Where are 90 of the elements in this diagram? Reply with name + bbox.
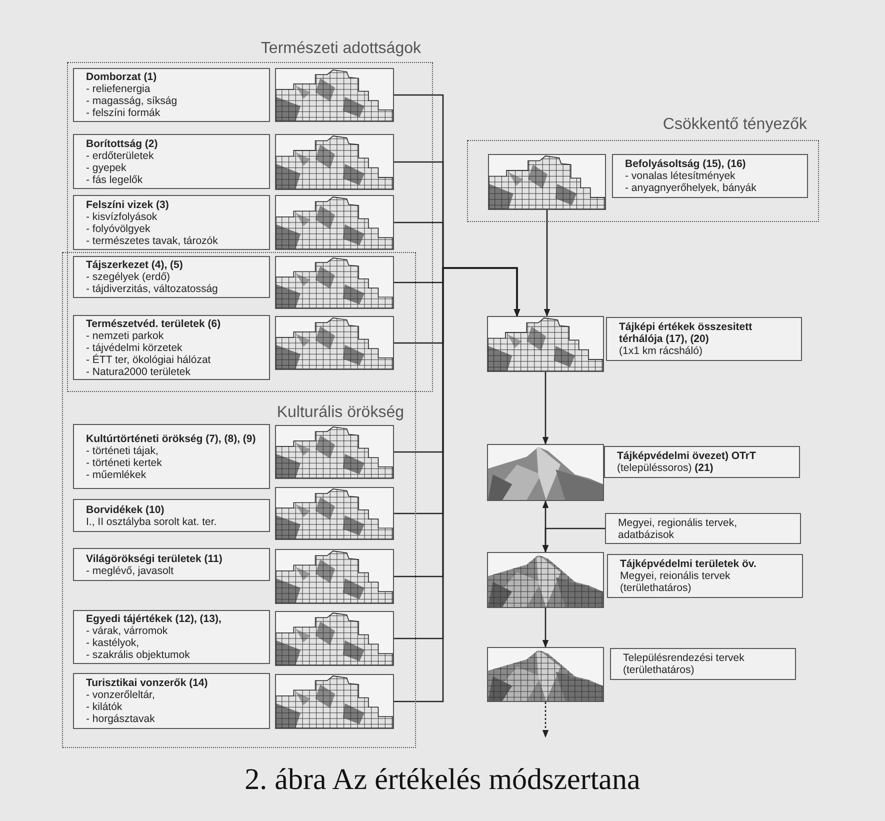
card-heading: Tájképvédelmi övezet) OTrT [617, 450, 757, 462]
card-line: (területhatáros) [623, 664, 696, 676]
grid-map-picture [275, 549, 394, 604]
info-card [73, 673, 270, 729]
card-line: (településsoros) (21) [617, 462, 714, 474]
card-line: - várak, várromok [86, 625, 169, 637]
card-line: - felszíni formák [86, 107, 162, 119]
grid-map-picture [487, 647, 604, 702]
grid-map-picture [487, 316, 604, 372]
group-heading: Csökkentő tényezők [662, 115, 807, 135]
card-line: - horgásztavak [86, 713, 156, 725]
card-line: - reliefenergia [86, 83, 152, 95]
dotted-group-frame [467, 114, 819, 222]
card-heading: Tájszerkezet (4), (5) [86, 259, 184, 271]
card-line: - vonalas létesítmények [625, 170, 736, 182]
card-heading: Egyedi tájértékek (12), (13), [86, 613, 222, 625]
info-card [606, 317, 802, 361]
info-card [73, 610, 270, 664]
info-card [612, 154, 808, 198]
card-line: - folyóvölgyek [86, 222, 152, 234]
grid-map-picture [275, 316, 394, 370]
card-line: Megyei, reionális tervek [620, 570, 732, 582]
figure-caption: 2. ábra Az értékelés módszertana [244, 762, 642, 798]
dashed-arrow [542, 702, 549, 738]
card-heading: Turisztikai vonzerők (14) [86, 677, 209, 689]
card-heading: Borvidékek (10) [86, 504, 166, 516]
card-line: - erdőterületek [86, 150, 155, 162]
card-line: - vonzerőleltár, [86, 689, 156, 701]
card-heading: Kultúrtörténeti örökség (7), (8), (9) [86, 432, 257, 444]
card-line: - Natura2000 területek [86, 366, 192, 378]
arrow [542, 372, 549, 445]
card-line: (1x1 km rácsháló) [619, 345, 704, 357]
card-line: - anyagnyerőhelyek, bányák [625, 182, 758, 194]
arrow [542, 608, 549, 648]
card-line: - gyepek [86, 162, 128, 174]
info-card [73, 499, 270, 532]
card-heading: Felszíni vizek (3) [86, 198, 170, 210]
card-line: - természetes tavak, tározók [86, 234, 219, 246]
card-line: - történeti kertek [86, 456, 163, 468]
grid-map-picture [487, 552, 604, 608]
card-line: - meglévő, javasolt [86, 564, 175, 576]
group-heading: Természeti adottságok [260, 39, 421, 59]
card-line: - kilátók [86, 701, 124, 713]
info-card [73, 315, 270, 380]
card-heading: Természetvéd. területek (6) [86, 318, 222, 330]
card-line: - szegélyek (erdő) [86, 271, 172, 283]
info-card [73, 424, 270, 489]
info-card [607, 554, 803, 598]
grid-map-picture [275, 195, 394, 250]
card-heading: Befolyásoltság (15), (16) [625, 158, 747, 170]
card-line: - magasság, síkság [86, 95, 178, 107]
card-line: Településrendezési tervek [623, 652, 746, 664]
card-heading: Domborzat (1) [86, 71, 158, 83]
grid-map-picture [275, 256, 394, 309]
info-card [73, 195, 270, 250]
card-line: - kisvízfolyások [86, 210, 158, 222]
card-line: I., II osztályba sorolt kat. ter. [86, 516, 218, 528]
card-line: - fás legelők [86, 174, 144, 186]
grid-map-picture [275, 68, 394, 122]
grid-map-picture [275, 611, 394, 666]
card-line: Megyei, regionális tervek, adatbázisok [618, 516, 738, 540]
grid-map-picture [275, 134, 394, 190]
grid-map-picture [275, 425, 394, 479]
info-card [73, 68, 270, 122]
card-heading: Tájképvédelmi területek öv. [620, 558, 758, 570]
grid-map-picture [487, 444, 604, 501]
card-line: - kastélyok, [86, 637, 140, 649]
info-card [73, 256, 270, 298]
arrow [544, 210, 550, 317]
card-line: (területhatáros) [620, 582, 692, 594]
grid-map-picture [275, 674, 394, 729]
card-line: - történeti tájak, [86, 444, 160, 456]
info-card [605, 513, 801, 544]
info-card [610, 648, 796, 680]
card-heading: Tájképi értékek összesitett térhálója (17), (20) [619, 321, 754, 345]
card-heading: Borítottság (2) [86, 138, 159, 150]
info-card [604, 446, 800, 478]
info-card [73, 548, 270, 581]
card-line: - szakrális objektumok [86, 649, 191, 661]
card-line: - nemzeti parkok [86, 330, 165, 342]
info-card [73, 134, 270, 189]
card-line: - tájdiverzitás, változatosság [86, 283, 219, 295]
arrow [542, 528, 605, 553]
card-line: - tájvédelmi körzetek [86, 342, 184, 354]
group-heading: Kulturális örökség [276, 403, 404, 423]
card-line: - ÉTT ter, ökológiai hálózat [86, 354, 212, 366]
grid-map-picture [488, 154, 606, 210]
grid-map-picture [275, 487, 394, 540]
card-line: - műemlékek [86, 468, 148, 480]
card-heading: Világörökségi területek (11) [86, 552, 224, 564]
